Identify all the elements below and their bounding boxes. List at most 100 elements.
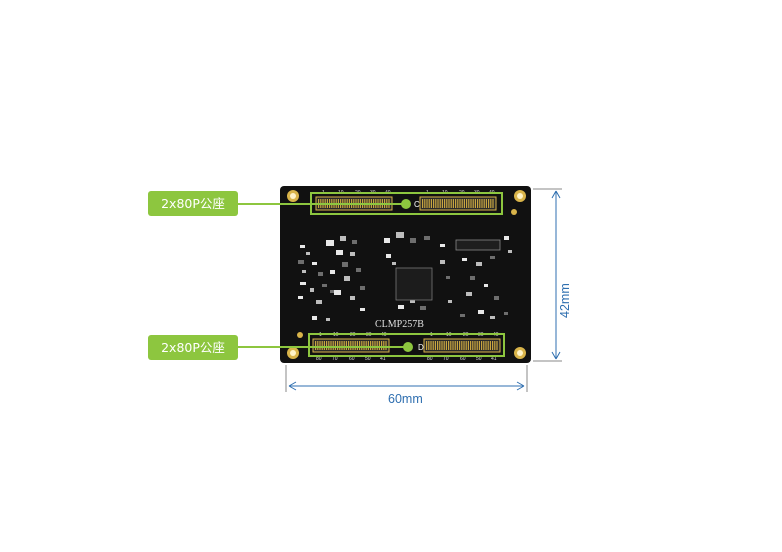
connector-pin	[352, 341, 354, 350]
board-model-label: CLMP257B	[375, 319, 424, 330]
connector-pin	[474, 199, 476, 208]
connector-pin	[428, 341, 430, 350]
smd-part	[490, 316, 495, 319]
connector-pin	[489, 341, 491, 350]
connector-pin	[490, 199, 492, 208]
fpc-connector	[455, 239, 501, 251]
smd-part	[466, 292, 472, 296]
smd-part	[396, 232, 404, 238]
connector-pin	[350, 341, 352, 350]
connector-pin	[323, 341, 325, 350]
dimension-height-label: 42mm	[558, 283, 572, 318]
connector-pin	[334, 341, 336, 350]
connector-pin	[468, 199, 470, 208]
connector-pin	[485, 341, 487, 350]
connector-pin	[430, 199, 432, 208]
callout-bottom-connector: 2x80P公座	[148, 335, 238, 360]
smd-part	[298, 296, 303, 299]
smd-part	[302, 270, 306, 273]
smd-part	[470, 276, 475, 280]
connector-pin	[328, 341, 330, 350]
smd-part	[318, 272, 323, 276]
smd-part	[298, 260, 304, 264]
connector-pin	[450, 199, 452, 208]
smd-part	[300, 282, 306, 285]
connector-pin	[317, 341, 319, 350]
connector-pin	[446, 199, 448, 208]
smd-part	[440, 244, 445, 247]
connector-pin	[363, 341, 365, 350]
connector-pin	[439, 199, 441, 208]
smd-part	[476, 262, 482, 266]
smd-part	[330, 290, 334, 293]
connector-pin	[496, 341, 498, 350]
connector-pin	[470, 341, 472, 350]
connector-pin	[455, 199, 457, 208]
smd-part	[440, 260, 445, 264]
tick-bottom-left-4: 50	[365, 356, 371, 362]
highlight-bottom-connectors	[308, 333, 505, 357]
connector-pin	[448, 341, 450, 350]
connector-pin	[359, 341, 361, 350]
connector-pin	[345, 341, 347, 350]
connector-pin	[448, 199, 450, 208]
connector-pin	[459, 341, 461, 350]
smd-part	[306, 252, 310, 255]
smd-part	[508, 250, 512, 253]
tick-bottom-right-1: 80	[427, 356, 433, 362]
connector-pin	[465, 341, 467, 350]
connector-pin	[365, 341, 367, 350]
connector-pin	[426, 199, 428, 208]
smd-part	[490, 256, 495, 259]
connector-pin	[456, 341, 458, 350]
connector-pin	[424, 199, 426, 208]
connector-pin	[481, 341, 483, 350]
smd-part	[504, 236, 509, 240]
connector-pin	[492, 199, 494, 208]
connector-pin	[466, 199, 468, 208]
connector-pin	[478, 341, 480, 350]
smd-part	[326, 318, 330, 321]
connector-pin	[330, 341, 332, 350]
connector-pin	[472, 199, 474, 208]
connector-pin	[492, 341, 494, 350]
smd-part	[392, 262, 396, 265]
connector-pin	[441, 199, 443, 208]
connector-pin	[315, 341, 317, 350]
connector-pin	[441, 341, 443, 350]
smd-part	[352, 240, 357, 244]
connector-pin	[439, 341, 441, 350]
smd-part	[460, 314, 465, 317]
connector-pin	[381, 341, 383, 350]
tick-bottom-right-2: 70	[443, 356, 449, 362]
dimension-height	[533, 188, 562, 362]
mounting-hole-bottom-right	[514, 347, 526, 359]
connector-pin	[459, 199, 461, 208]
tick-bottom-left-1: 80	[316, 356, 322, 362]
connector-pin	[470, 199, 472, 208]
connector-pin	[479, 199, 481, 208]
connector-pin	[494, 341, 496, 350]
mounting-hole-top-left	[287, 190, 299, 202]
connector-pin	[463, 199, 465, 208]
smd-part	[494, 296, 499, 300]
smd-part	[504, 312, 508, 315]
smd-part	[310, 288, 314, 292]
tick-bottom-left-2: 70	[332, 356, 338, 362]
connector-pin	[354, 341, 356, 350]
smd-part	[424, 236, 430, 240]
connector-pin	[326, 341, 328, 350]
connector-pin	[467, 341, 469, 350]
connector-pin	[367, 341, 369, 350]
connector-pin	[487, 341, 489, 350]
connector-pin	[450, 341, 452, 350]
connector-pin	[383, 341, 385, 350]
mounting-hole-top-right	[514, 190, 526, 202]
smd-part	[462, 258, 467, 261]
smd-part	[316, 300, 322, 304]
tick-bottom-left-5: 41	[380, 356, 386, 362]
connector-pin	[477, 199, 479, 208]
smd-part	[326, 240, 334, 246]
connector-d-label: D	[418, 343, 424, 352]
connector-pin	[332, 341, 334, 350]
